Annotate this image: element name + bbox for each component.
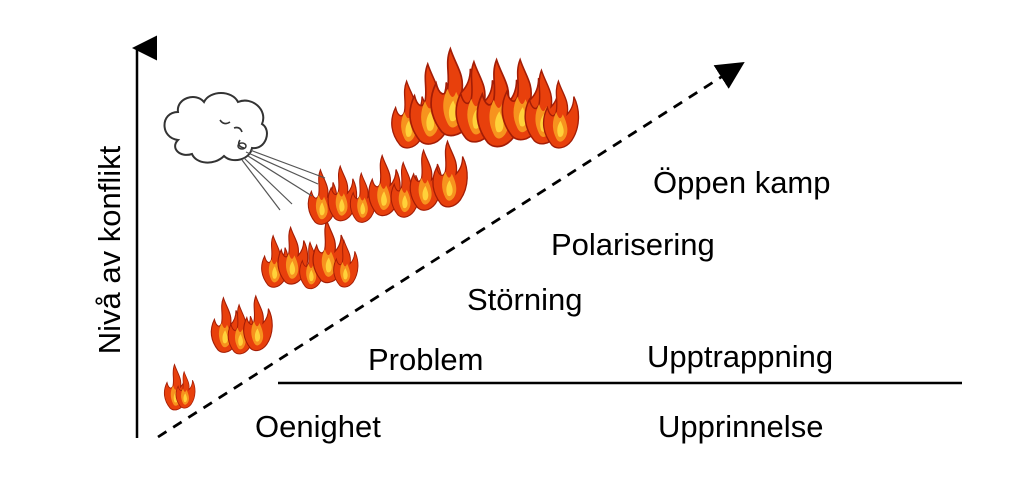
flame-icon xyxy=(261,220,359,290)
flame-icon xyxy=(391,48,580,149)
phase-upprinnelse: Upprinnelse xyxy=(658,409,824,444)
stage-oenighet: Oenighet xyxy=(255,409,381,444)
stage-oppen-kamp: Öppen kamp xyxy=(653,165,831,200)
flame-icon xyxy=(163,364,196,411)
phase-upptrappning: Upptrappning xyxy=(647,339,834,374)
flame-icon xyxy=(210,295,273,355)
flame-icon xyxy=(307,140,468,225)
stage-polarisering: Polarisering xyxy=(551,227,715,262)
y-axis-label: Nivå av konflikt xyxy=(92,145,127,355)
escalation-arrow xyxy=(157,61,745,439)
stage-storning: Störning xyxy=(467,282,583,317)
wind-cloud-icon xyxy=(163,92,326,211)
stage-problem: Problem xyxy=(368,342,484,377)
